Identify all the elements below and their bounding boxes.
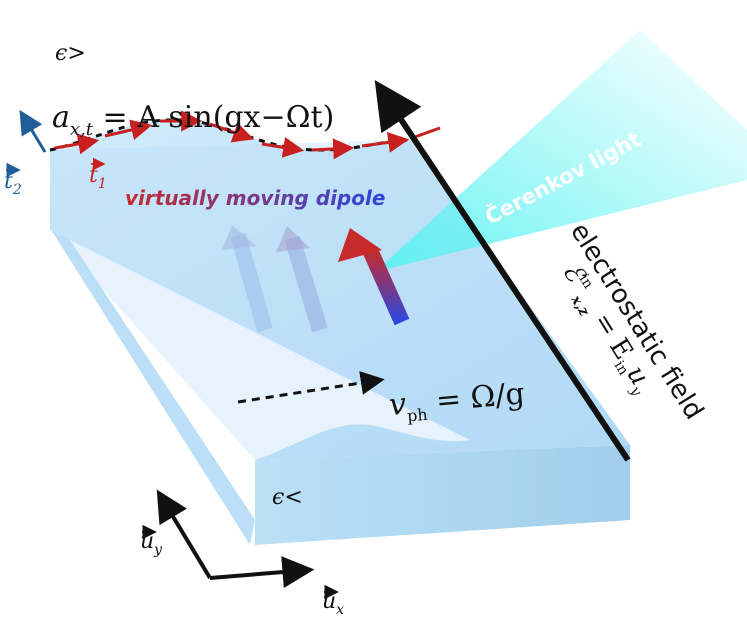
t1-arrow-5 xyxy=(261,137,305,158)
dipole-arrowhead-faded-1 xyxy=(222,225,256,250)
uy-axis-arrow xyxy=(156,489,212,580)
dielectric-slab xyxy=(50,119,630,545)
slab-top-overlay xyxy=(50,140,630,460)
ux-label: ux xyxy=(322,589,344,618)
t1-arrow-2 xyxy=(104,119,153,141)
dipole-arrow-faded-1 xyxy=(230,232,273,333)
dipole-label: virtually moving dipole xyxy=(125,186,385,210)
dipole-arrows-faded xyxy=(222,225,328,333)
t1-arrow-6 xyxy=(311,138,355,160)
t1-arrow-1 xyxy=(54,133,100,155)
slab-top-surface xyxy=(50,119,630,461)
cerenkov-cone xyxy=(375,30,747,272)
dipole-arrow-main xyxy=(338,228,410,326)
efield-arrow xyxy=(374,80,631,462)
slab-side-face xyxy=(255,445,630,545)
eps-top-label: ϵ> xyxy=(55,41,86,66)
tangent-arrows-t1 xyxy=(54,110,441,160)
dipole-arrowhead-faded-2 xyxy=(276,226,310,252)
vph-arrow xyxy=(237,371,385,404)
ux-axis-arrow xyxy=(209,556,315,589)
uy-label: uy xyxy=(140,529,163,558)
t1-arrow-7 xyxy=(361,131,410,153)
eps-bottom-label: ϵ< xyxy=(272,485,303,510)
dipole-shaft xyxy=(362,246,410,326)
t2-label: t2 xyxy=(4,169,22,198)
dipole-arrow-faded-2 xyxy=(284,235,328,333)
vph-equation: vph = Ω/g xyxy=(388,376,527,427)
t1-arrow-8 xyxy=(411,126,441,140)
t1-label: t1 xyxy=(89,163,107,192)
slab-front-face xyxy=(50,210,255,545)
t2-arrow xyxy=(19,109,47,153)
wave-equation: ax,t = A sin(gx−Ωt) xyxy=(52,100,334,140)
dipole-arrowhead xyxy=(338,228,382,262)
vector-overbars xyxy=(6,157,339,600)
t1-arrow-4 xyxy=(209,122,254,143)
